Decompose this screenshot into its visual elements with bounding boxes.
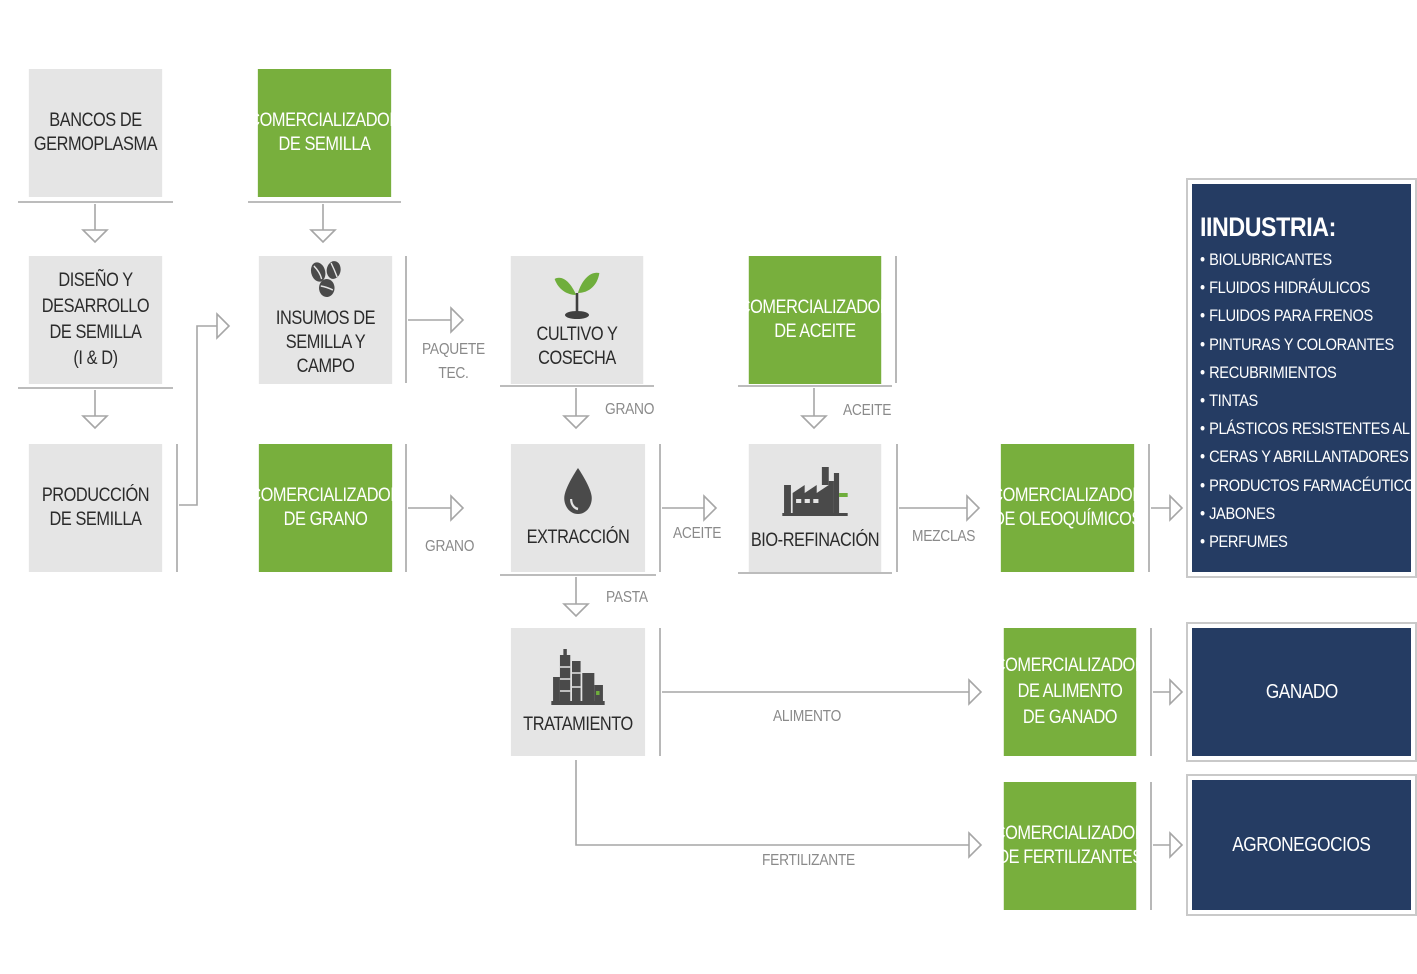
fertilizante-label: FERTILIZANTE <box>762 852 855 869</box>
comercializador-aceite-box: COMERCIALIZADOR DE ACEITE <box>739 256 892 384</box>
arrow-semilla-insumos <box>309 204 337 244</box>
arrow-bancos-diseno <box>81 204 109 244</box>
arrow-aceite-biorefinacion <box>800 388 828 430</box>
comercializador-alimento-ganado-box: COMERCIALIZADOR DE ALIMENTO DE GANADO <box>994 628 1147 756</box>
arrow-grano-extraccion <box>408 494 465 522</box>
bancos-germoplasma-box: BANCOS DE GERMOPLASMA <box>28 69 163 197</box>
arrow-oleoquimicos-industria <box>1151 494 1184 522</box>
ganado-box: GANADO <box>1192 628 1411 756</box>
refinery-icon <box>551 649 605 705</box>
insumos-box: INSUMOS DE SEMILLA Y CAMPO <box>258 256 393 384</box>
industria-item: PRODUCTOS FARMACÉUTICOS <box>1200 472 1411 500</box>
arrow-alimento-ganado <box>1153 678 1184 706</box>
industria-title: IINDUSTRIA: <box>1200 212 1336 242</box>
agronegocios-box: AGRONEGOCIOS <box>1192 780 1411 910</box>
tratamiento-label: TRATAMIENTO <box>523 714 633 735</box>
arrow-biorefinacion-oleoquimicos <box>899 494 981 522</box>
sprout-icon <box>554 272 600 319</box>
industria-item: BIOLUBRICANTES <box>1200 246 1381 274</box>
coffee-beans-icon <box>310 261 341 297</box>
industria-item: PLÁSTICOS RESISTENTES AL FRÍO <box>1200 415 1411 443</box>
industria-item: CERAS Y ABRILLANTADORES <box>1200 443 1409 471</box>
bio-refinacion-label: BIO-REFINACIÓN <box>750 530 880 551</box>
industria-box: IINDUSTRIA: BIOLUBRICANTES FLUIDOS HIDRÁ… <box>1192 184 1411 572</box>
arrow-insumos-cultivo <box>408 306 465 334</box>
diseno-desarrollo-label: DISEÑO Y DESARROLLO DE SEMILLA (I & D) <box>41 270 150 369</box>
comercializador-fertilizantes-box: COMERCIALIZADOR DE FERTILIZANTES <box>994 782 1147 910</box>
diseno-desarrollo-box: DISEÑO Y DESARROLLO DE SEMILLA (I & D) <box>28 256 163 384</box>
industria-content: IINDUSTRIA: BIOLUBRICANTES FLUIDOS HIDRÁ… <box>1192 184 1411 556</box>
bancos-germoplasma-label: BANCOS DE GERMOPLASMA <box>33 110 158 155</box>
industria-item: JABONES <box>1200 500 1381 528</box>
extraccion-label: EXTRACCIÓN <box>526 527 630 548</box>
comercializador-grano-label: COMERCIALIZADOR DE GRANO <box>249 485 402 530</box>
bio-refinacion-box: BIO-REFINACIÓN <box>748 444 882 572</box>
industria-item: PERFUMES <box>1200 528 1381 556</box>
arrow-fertilizantes-agronegocios <box>1153 831 1184 859</box>
comercializador-semilla-box: COMERCIALIZADOR DE SEMILLA <box>248 69 401 197</box>
comercializador-semilla-label: COMERCIALIZADOR DE SEMILLA <box>248 110 401 155</box>
oil-drop-icon <box>564 468 592 514</box>
mezclas-label: MEZCLAS <box>912 528 976 545</box>
comercializador-grano-box: COMERCIALIZADOR DE GRANO <box>249 444 402 572</box>
comercializador-fertilizantes-label: COMERCIALIZADOR DE FERTILIZANTES <box>993 823 1147 868</box>
industria-item: TINTAS <box>1200 387 1381 415</box>
industria-list: BIOLUBRICANTES FLUIDOS HIDRÁULICOS FLUID… <box>1200 246 1411 556</box>
industria-item: PINTURAS Y COLORANTES <box>1200 331 1394 359</box>
arrow-produccion-insumos <box>179 312 231 506</box>
grano-cultivo-label: GRANO <box>605 401 655 418</box>
industria-item: RECUBRIMIENTOS <box>1200 359 1381 387</box>
pasta-label: PASTA <box>606 589 648 606</box>
comercializador-alimento-ganado-label: COMERCIALIZADOR DE ALIMENTO DE GANADO <box>993 655 1147 728</box>
factory-icon <box>782 467 848 516</box>
arrow-tratamiento-fertilizantes <box>575 760 983 859</box>
produccion-semilla-box: PRODUCCIÓN DE SEMILLA <box>28 444 163 572</box>
comercializador-aceite-label: COMERCIALIZADOR DE ACEITE <box>738 297 892 342</box>
produccion-semilla-label: PRODUCCIÓN DE SEMILLA <box>41 485 150 530</box>
arrow-cultivo-extraccion <box>562 388 590 430</box>
cultivo-cosecha-label: CULTIVO Y COSECHA <box>536 324 618 369</box>
comercializador-oleoquimicos-label: COMERCIALIZADOR DE OLEOQUÍMICOS <box>991 485 1144 530</box>
insumos-label: INSUMOS DE SEMILLA Y CAMPO <box>275 308 376 377</box>
arrow-extraccion-biorefinacion <box>662 494 718 522</box>
comercializador-oleoquimicos-box: COMERCIALIZADOR DE OLEOQUÍMICOS <box>991 444 1144 572</box>
arrow-extraccion-tratamiento <box>562 577 590 618</box>
alimento-label: ALIMENTO <box>773 708 842 725</box>
paquete-tec-label: PAQUETE TEC. <box>422 341 485 382</box>
cultivo-cosecha-box: CULTIVO Y COSECHA <box>510 256 644 384</box>
tratamiento-box: TRATAMIENTO <box>510 628 646 756</box>
aceite-mid-label: ACEITE <box>673 525 722 542</box>
grano-side-label: GRANO <box>425 538 475 555</box>
aceite-top-label: ACEITE <box>843 402 892 419</box>
arrow-diseno-produccion <box>81 390 109 430</box>
extraccion-box: EXTRACCIÓN <box>510 444 646 572</box>
agronegocios-label: AGRONEGOCIOS <box>1232 833 1371 856</box>
industria-item: FLUIDOS PARA FRENOS <box>1200 302 1381 330</box>
ganado-label: GANADO <box>1265 680 1338 703</box>
industria-item: FLUIDOS HIDRÁULICOS <box>1200 274 1381 302</box>
arrow-tratamiento-alimento <box>662 678 983 706</box>
